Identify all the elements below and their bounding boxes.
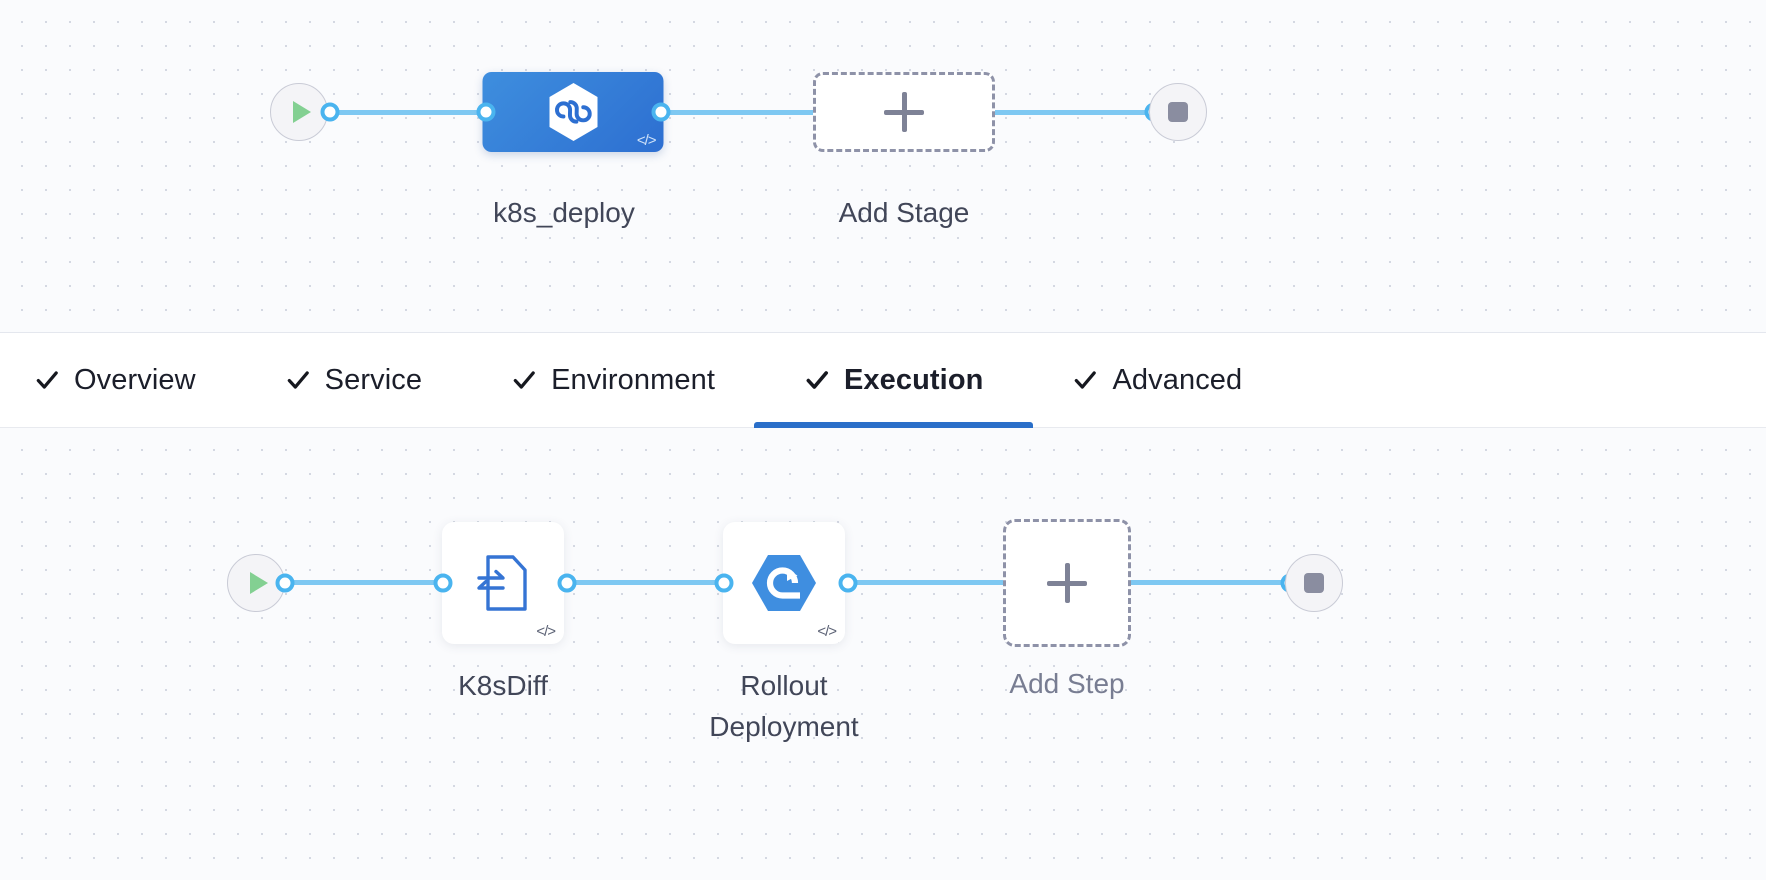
tab-execution[interactable]: Execution [753,333,1034,428]
tab-label: Advanced [1112,363,1243,396]
edge-start-to-k8s-deploy [330,110,495,115]
pipeline-end-node[interactable] [1149,83,1207,141]
edge-k8sdiff-to-rollout [563,580,728,585]
edge-add-stage-to-end [985,110,1160,115]
stage-config-tabs[interactable]: Overview Service Environment Execution [0,333,1766,428]
code-badge-icon: </> [636,132,657,149]
play-icon [292,101,311,123]
edge-k8s-deploy-to-add-stage [660,110,825,115]
active-tab-indicator [753,421,1034,428]
tab-label: Environment [551,363,715,396]
port-k8sdiff-out[interactable] [557,573,577,593]
port-steps-start-out[interactable] [275,573,295,593]
step-node-rollout-deployment[interactable]: </> [723,522,845,644]
port-k8s-deploy-out[interactable] [651,102,671,122]
check-icon [804,367,830,393]
plus-icon [1047,563,1087,603]
port-rollout-in[interactable] [714,573,734,593]
add-stage-label: Add Stage [838,197,970,228]
code-badge-icon: </> [536,623,556,640]
tab-label: Overview [74,363,196,396]
check-icon [34,367,60,393]
add-step-button[interactable] [1003,519,1131,647]
harness-cd-hexagon-icon [549,83,597,141]
step-node-k8sdiff[interactable]: </> [442,522,564,644]
plus-icon [884,92,924,132]
check-icon [1072,367,1098,393]
check-icon [511,367,537,393]
execution-steps-canvas[interactable]: </> K8sDiff </> Rollout Deployment [0,428,1766,880]
tab-label: Service [324,363,423,396]
add-stage-button[interactable] [813,72,995,152]
stage-node-k8s-deploy[interactable]: </> [482,72,664,152]
tab-environment[interactable]: Environment [505,333,721,428]
edge-add-step-to-end [1127,580,1292,585]
port-start-out[interactable] [320,102,340,122]
port-k8s-deploy-in[interactable] [476,102,496,122]
pipeline-start-node[interactable] [270,83,328,141]
port-rollout-out[interactable] [838,573,858,593]
play-icon [249,572,268,594]
step-label-rollout-deployment: Rollout Deployment [709,670,859,742]
tab-overview[interactable]: Overview [28,333,202,428]
tab-service[interactable]: Service [279,333,428,428]
steps-start-node[interactable] [227,554,285,612]
k8s-diff-document-icon [477,555,527,611]
edge-start-to-k8sdiff [285,580,447,585]
tab-advanced[interactable]: Advanced [1066,333,1248,428]
stage-graph-canvas[interactable]: </> k8s_deploy Add Stage [0,0,1766,333]
code-badge-icon: </> [817,623,837,640]
stop-icon [1304,573,1324,593]
edge-rollout-to-add-step [845,580,1010,585]
step-label-k8sdiff: K8sDiff [458,670,548,701]
add-step-label: Add Step [1009,668,1125,699]
stage-label-k8s-deploy: k8s_deploy [493,197,635,228]
check-icon [285,367,311,393]
port-k8sdiff-in[interactable] [433,573,453,593]
stop-icon [1168,102,1188,122]
rollout-deployment-hexagon-icon [752,555,816,611]
tab-label: Execution [843,363,984,396]
steps-end-node[interactable] [1285,554,1343,612]
